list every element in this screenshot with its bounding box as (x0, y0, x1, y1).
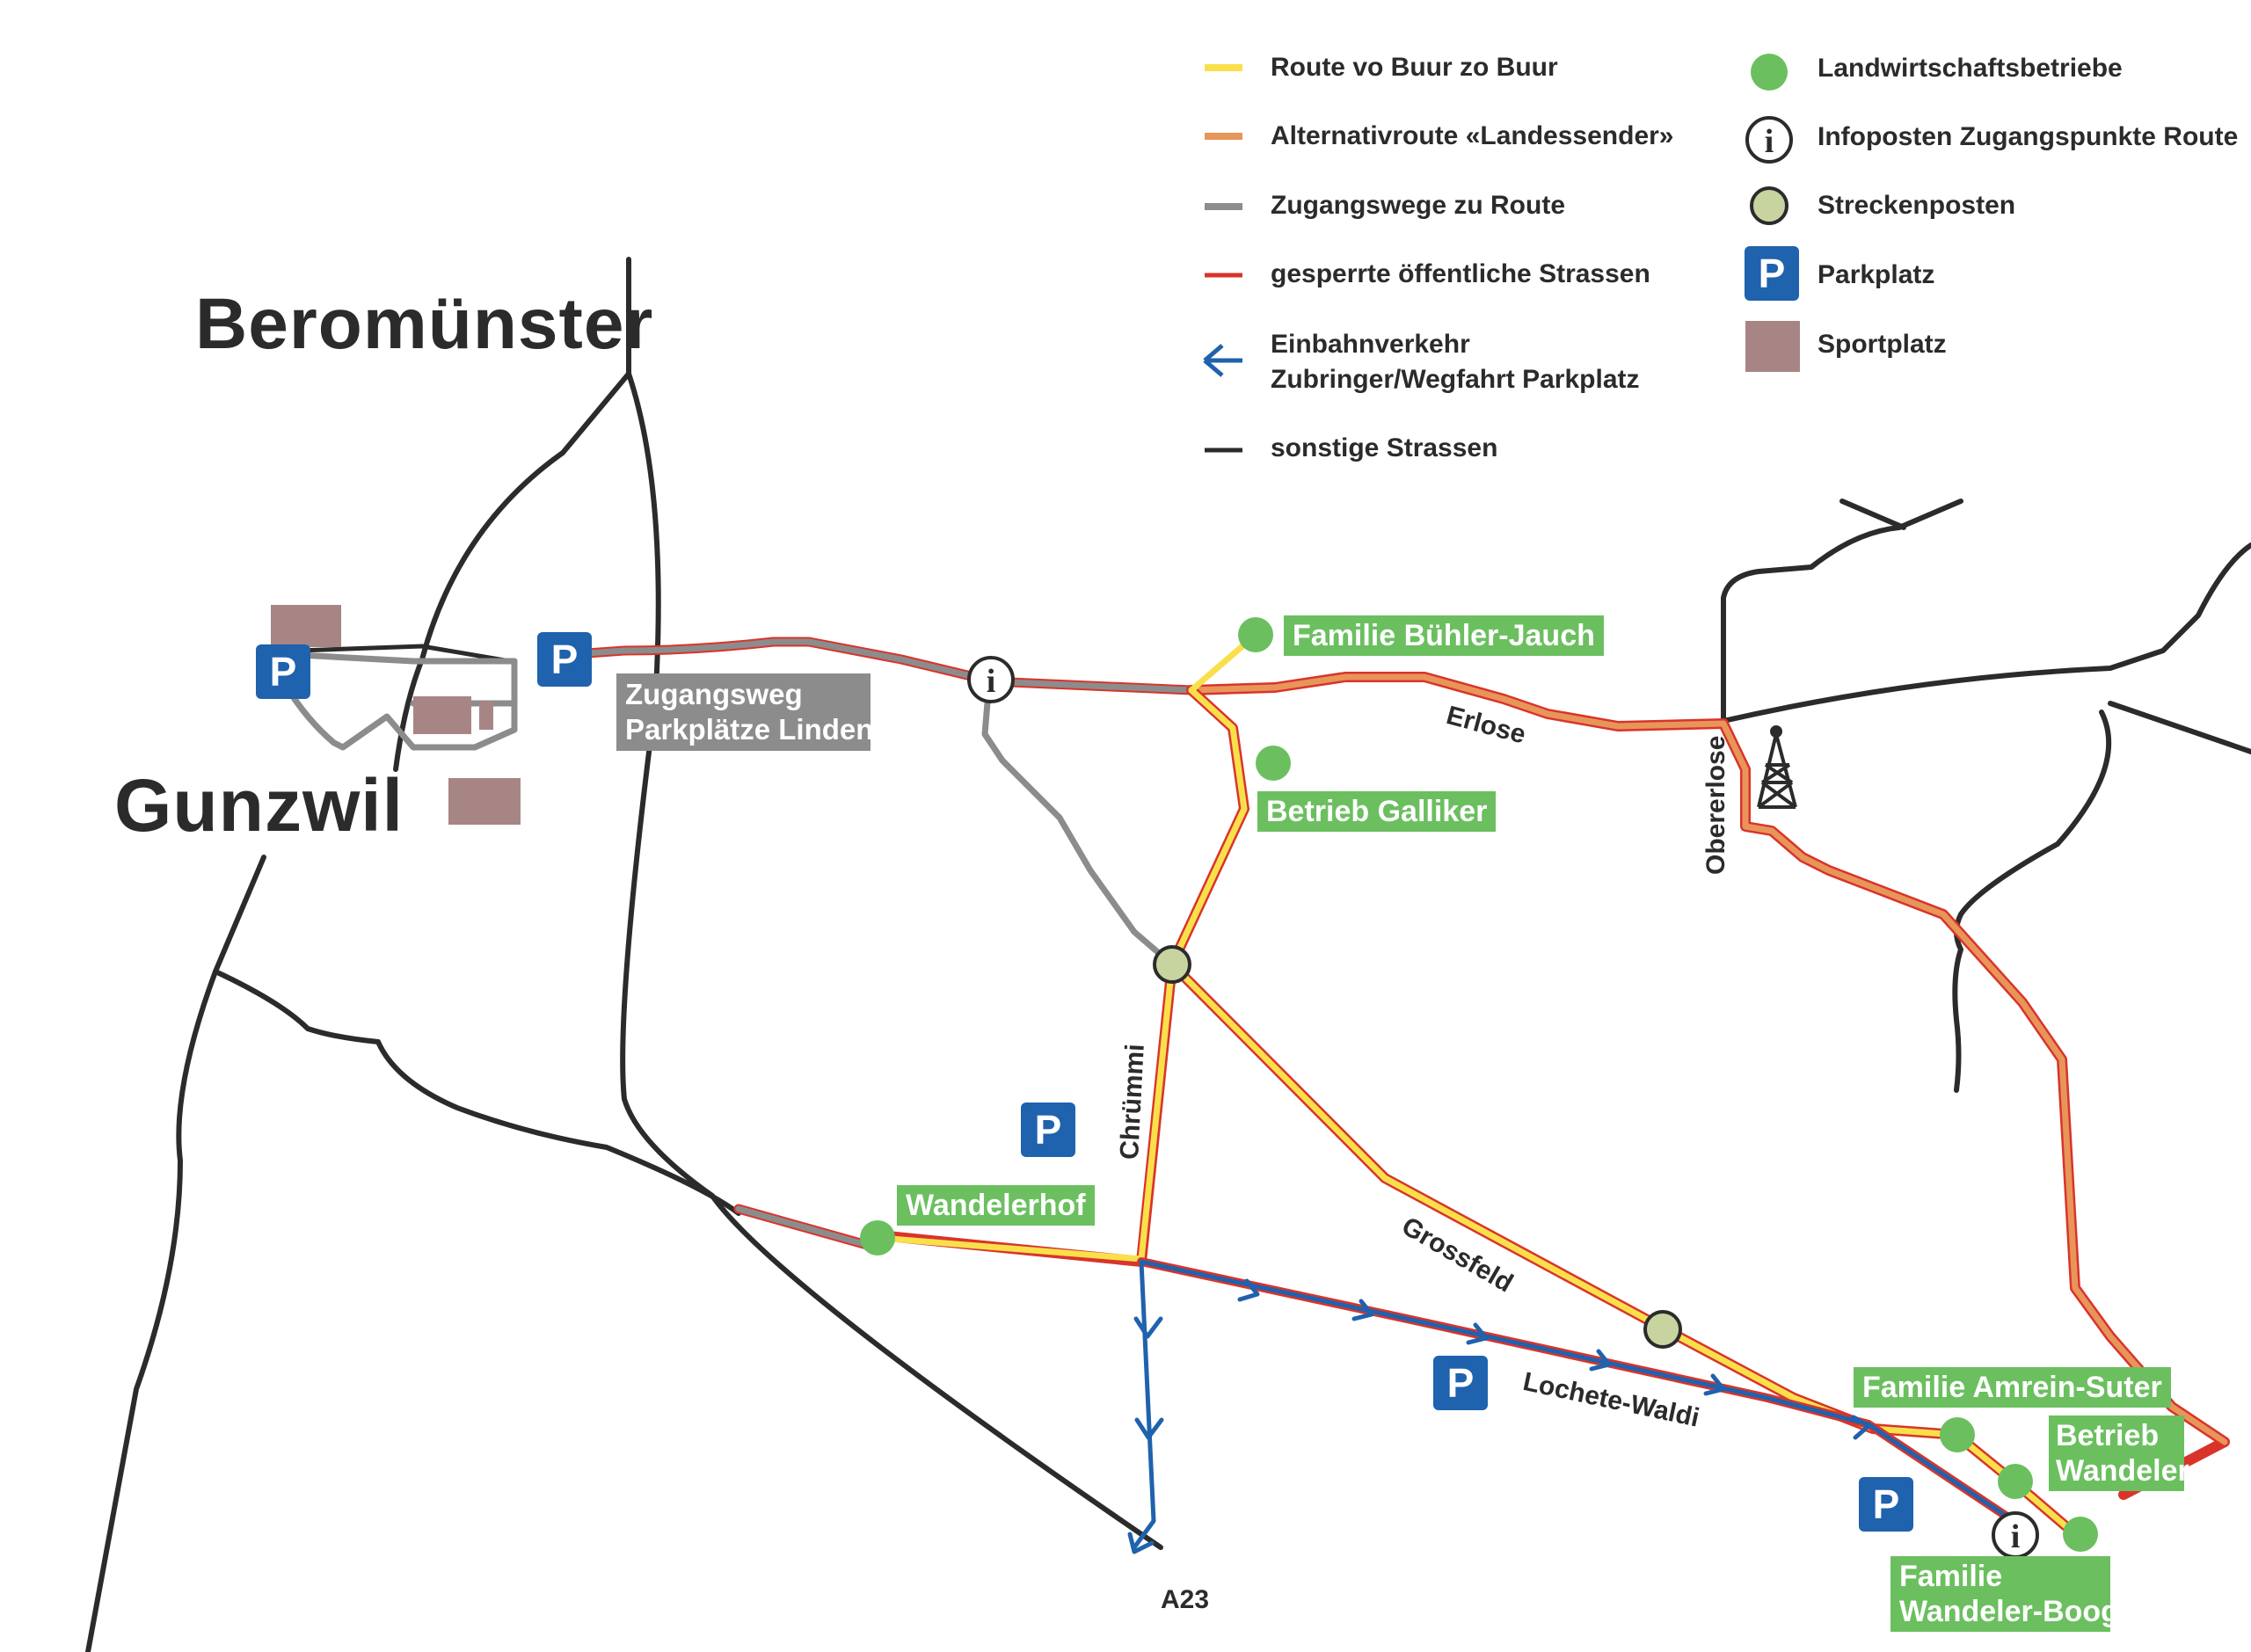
road-southwest-1 (85, 855, 266, 1652)
road-east-loop (1952, 710, 2112, 1093)
legend-farms-label: Landwirtschaftsbetriebe (1818, 54, 2123, 83)
legend-closed-label: gesperrte öffentliche Strassen (1271, 259, 1650, 288)
legend-oneway-label-2: Zubringer/Wegfahrt Parkplatz (1271, 365, 1640, 394)
oneway-arrow (1133, 1316, 1163, 1339)
legend-info-icon (1745, 116, 1793, 164)
svg-text:i: i (987, 663, 996, 700)
info-post-1: i (967, 656, 1015, 703)
legend-parking-label: Parkplatz (1818, 260, 1935, 289)
legend-sport-icon (1745, 321, 1800, 372)
oneway-arrow (1466, 1322, 1489, 1345)
road-ne-1 (1839, 499, 1906, 530)
road-obererlose-north (1721, 499, 1963, 724)
legend-symbols: i (1203, 54, 1800, 453)
label-wandeler-boog: Familie Wandeler-Boog (1890, 1556, 2119, 1632)
sport-field (413, 696, 471, 734)
farm-wandelerhof (860, 1220, 895, 1255)
road-north (393, 257, 631, 772)
oneway-arrow (1127, 1532, 1155, 1554)
oneway-arrow (1851, 1415, 1871, 1440)
farm-galliker (1256, 746, 1291, 781)
sport-field (271, 605, 341, 647)
town-beromuenster: Beromünster (195, 284, 654, 364)
label-betrieb-wandeler-line2: Wandeler (2056, 1454, 2189, 1488)
label-betrieb-wandeler-line1: Betrieb (2056, 1419, 2160, 1452)
legend-other-label: sonstige Strassen (1271, 433, 1498, 462)
local-roads (298, 644, 511, 664)
legend-oneway-label-1: Einbahnverkehr (1271, 330, 1470, 359)
sport-field (448, 778, 521, 825)
road-east-upper (1721, 542, 2251, 724)
sport-fields (271, 605, 521, 825)
legend-post-label: Streckenposten (1818, 191, 2016, 220)
label-buehler: Familie Bühler-Jauch (1284, 615, 1604, 656)
legend-info-label: Infoposten Zugangspunkte Route (1818, 122, 2239, 151)
label-betrieb-wandeler: Betrieb Wandeler (2049, 1415, 2189, 1491)
parking-gunzwil-east: P (537, 632, 592, 687)
town-gunzwil: Gunzwil (114, 764, 404, 847)
legend-post-icon (1750, 186, 1788, 225)
post-1 (1153, 945, 1191, 984)
parking-lochete: P (1433, 1356, 1488, 1410)
svg-text:i: i (2011, 1518, 2021, 1555)
legend-alt-label: Alternativroute «Landessender» (1271, 121, 1674, 150)
oneway-arrow (1134, 1417, 1164, 1440)
road-east-main (620, 371, 1163, 1550)
label-wandelerhof: Wandelerhof (897, 1185, 1095, 1226)
svg-text:i: i (1765, 123, 1774, 160)
label-wandeler-boog-line2: Wandeler-Boog (1899, 1595, 2119, 1628)
label-amrein: Familie Amrein-Suter (1854, 1367, 2171, 1408)
alt-route (1186, 672, 2230, 1500)
route-posts (1153, 945, 1682, 1349)
parking-south-east: P (1859, 1477, 1913, 1532)
oneway-arrow (1703, 1373, 1726, 1396)
parking-chruemmi: P (1021, 1103, 1075, 1157)
road-east-2 (2108, 701, 2251, 754)
farm-wandeler-boog (2063, 1517, 2098, 1552)
legend-route-label: Route vo Buur zo Buur (1271, 53, 1558, 82)
legend-access-label: Zugangswege zu Route (1271, 191, 1566, 220)
street-obererlose: Obererlose (1701, 735, 1730, 875)
oneway-arrow (1237, 1278, 1260, 1302)
parking-gunzwil-west: P (256, 644, 310, 699)
legend-sport-label: Sportplatz (1818, 330, 1947, 359)
street-chruemmi: Chrümmi (1115, 1043, 1150, 1161)
oneway-arrow (1589, 1349, 1612, 1372)
oneway-arrow (1351, 1299, 1374, 1321)
farm-amrein (1940, 1417, 1975, 1452)
other-roads (85, 257, 2251, 1652)
label-zugangsweg: Zugangsweg Parkplätze Linden (616, 673, 874, 751)
label-wandeler-boog-line1: Familie (1899, 1560, 2003, 1593)
farm-betrieb-wandeler (1998, 1464, 2033, 1499)
legend-oneway-arrow-icon (1203, 344, 1242, 377)
street-a23: A23 (1161, 1585, 1210, 1614)
farm-buehler (1238, 617, 1273, 652)
sport-field (479, 701, 493, 730)
label-zugangsweg-line2: Parkplätze Linden (625, 713, 874, 746)
farms (860, 617, 2098, 1552)
label-galliker: Betrieb Galliker (1257, 791, 1497, 832)
road-southwest-2 (213, 969, 741, 1216)
radio-tower-icon (1757, 725, 1797, 809)
label-zugangsweg-line1: Zugangsweg (625, 678, 803, 710)
legend-farm-icon (1751, 54, 1788, 91)
legend-parking-icon: P (1745, 246, 1799, 301)
post-2 (1643, 1310, 1682, 1349)
oneway-route (1127, 1257, 2018, 1554)
info-post-2: i (1992, 1511, 2039, 1559)
